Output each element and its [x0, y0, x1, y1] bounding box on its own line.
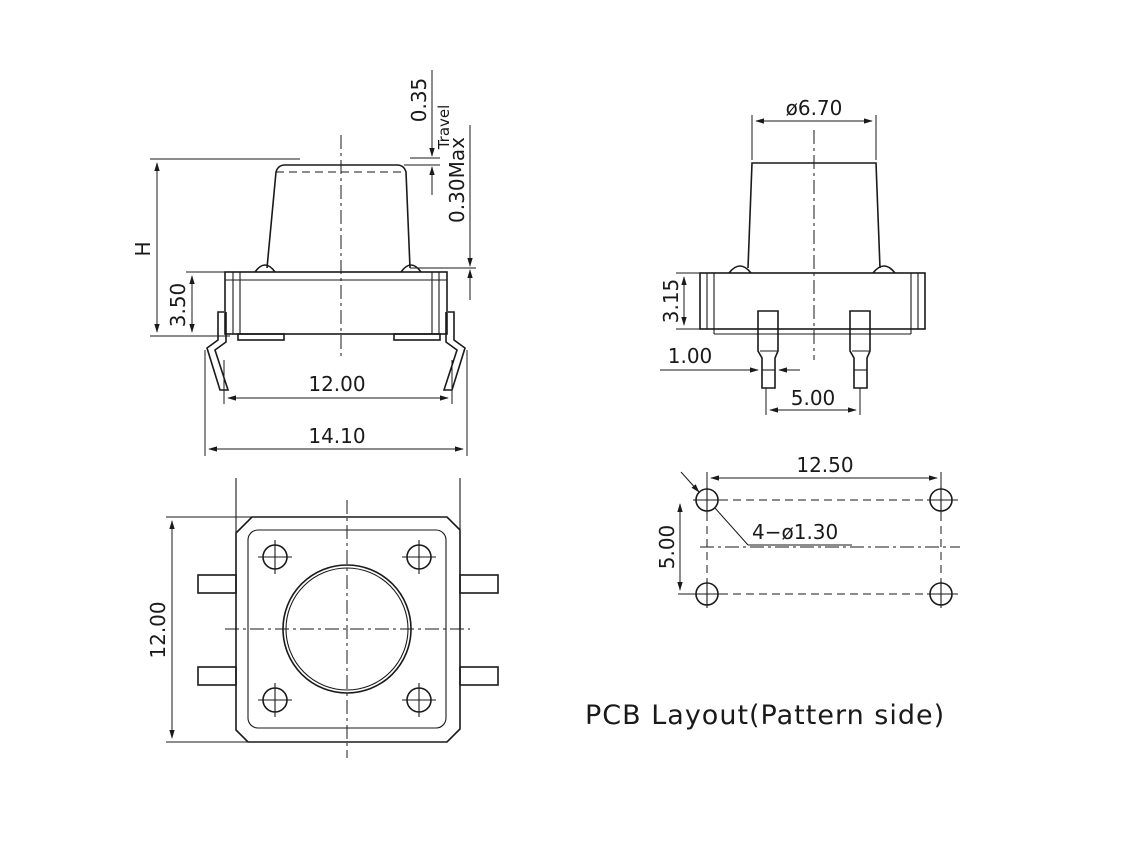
top-lead-tr: [459, 574, 499, 594]
dim-hole-pitch-y: 5.00: [655, 525, 679, 570]
dim-top-body-size: 12.00: [146, 601, 170, 658]
dim-height-label: H: [131, 241, 155, 256]
dim-overall-width: 14.10: [308, 424, 365, 448]
pcb-hole-tr: [927, 486, 958, 514]
dim-pin-pitch: 5.00: [791, 386, 836, 410]
side-right-pin: [849, 310, 871, 389]
dim-hole-pitch-x: 12.50: [796, 453, 853, 477]
dim-body-height: 3.50: [166, 283, 190, 328]
top-hole-tl: [258, 540, 292, 574]
top-lead-bl: [197, 666, 237, 686]
side-view: ø6.70 3.15 1.00 5.00: [659, 96, 926, 415]
dim-max-value: 0.30Max: [445, 137, 469, 223]
front-left-leg: [206, 311, 230, 391]
pcb-hole-bl: [678, 580, 721, 608]
dim-side-body-height: 3.15: [659, 279, 683, 324]
dim-pin-width: 1.00: [668, 344, 713, 368]
dim-travel-label: Travel: [435, 105, 453, 151]
top-body-outline: [235, 516, 461, 743]
top-hole-bl: [258, 683, 292, 717]
top-lead-br: [459, 666, 499, 686]
dim-travel-value: 0.35: [407, 78, 431, 123]
top-lead-tl: [197, 574, 237, 594]
front-view: H 3.50 0.35 Travel 0.30Max 12.00 14.10: [131, 70, 476, 456]
dim-hole-callout: 4−ø1.30: [752, 520, 838, 544]
top-view: 12.00: [146, 478, 499, 758]
front-plunger: [266, 164, 411, 269]
side-left-pin: [757, 310, 779, 389]
front-body: [224, 271, 448, 335]
pcb-hole-tl: [693, 486, 721, 514]
pcb-layout: 12.50 5.00 4−ø1.30 PCB Layout(Pattern si…: [585, 453, 960, 731]
side-body: [699, 272, 926, 330]
dim-button-diameter: ø6.70: [786, 96, 843, 120]
top-hole-br: [402, 683, 436, 717]
top-hole-tr: [402, 540, 436, 574]
dim-pin-span: 12.00: [308, 372, 365, 396]
pcb-layout-caption: PCB Layout(Pattern side): [585, 700, 945, 731]
pcb-hole-br: [927, 580, 958, 608]
